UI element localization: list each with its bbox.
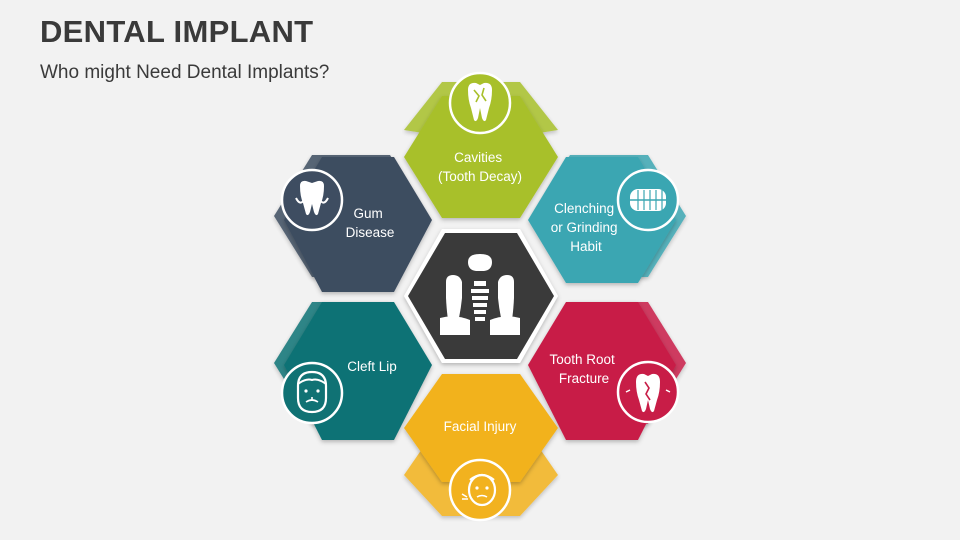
hex-cavities-label: Cavities (Tooth Decay) xyxy=(438,150,522,184)
page-title: DENTAL IMPLANT xyxy=(40,14,314,49)
fractured-tooth-icon xyxy=(616,360,680,424)
hex-clenching-label: Clenching or Grinding Habit xyxy=(551,201,622,254)
hex-center xyxy=(404,229,558,363)
cleft-lip-face-icon xyxy=(280,361,344,425)
hex-gum-label: Gum Disease xyxy=(346,206,395,240)
hex-facial-label: Facial Injury xyxy=(444,419,517,434)
dental-implant-icon xyxy=(440,254,520,335)
injured-face-icon xyxy=(448,458,512,522)
page-subtitle: Who might Need Dental Implants? xyxy=(40,62,330,83)
hex-fracture-label: Tooth Root Fracture xyxy=(549,352,618,386)
hex-cleft-label: Cleft Lip xyxy=(347,359,397,374)
hex-cavities-shape xyxy=(404,96,558,218)
hex-facial-shape xyxy=(404,374,558,482)
gum-disease-icon xyxy=(280,168,344,232)
hex-cavities: Cavities (Tooth Decay) xyxy=(404,82,558,218)
decayed-tooth-icon xyxy=(448,71,512,135)
clenched-teeth-icon xyxy=(616,168,680,232)
